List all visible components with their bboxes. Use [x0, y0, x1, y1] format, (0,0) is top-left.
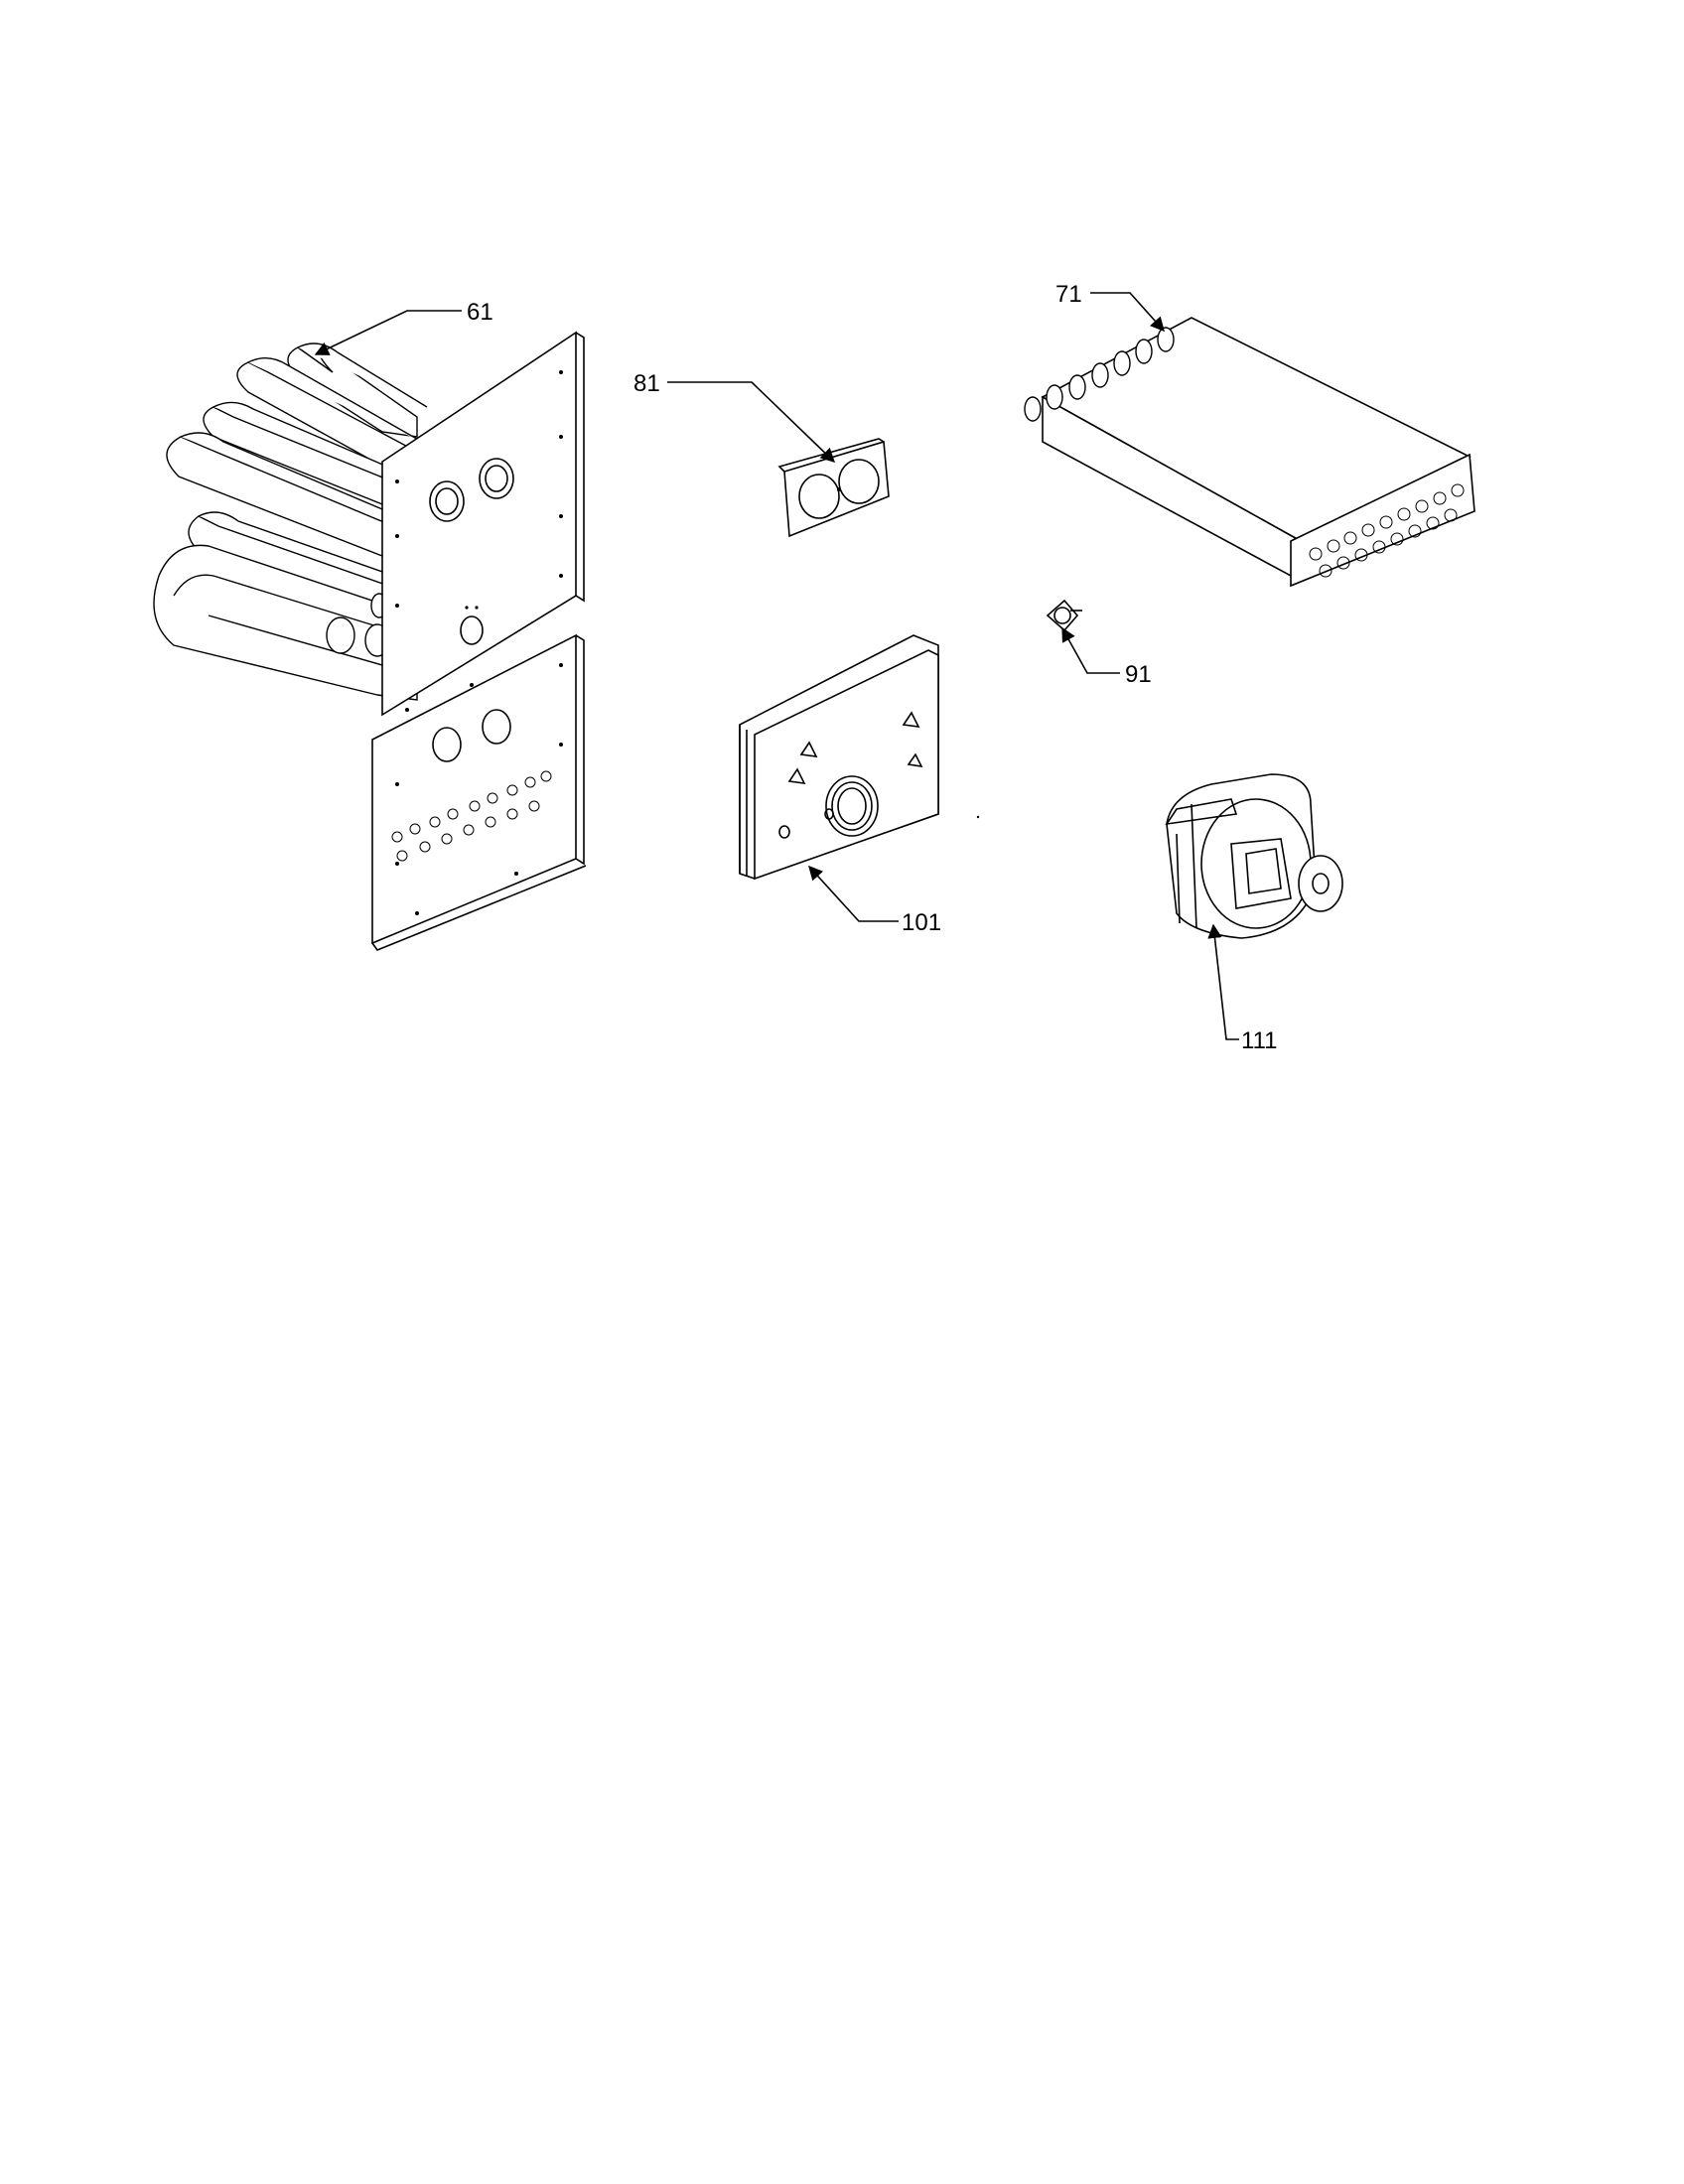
heat-exchanger-part-61[interactable] — [153, 331, 587, 951]
callout-111: 111 — [1241, 1027, 1277, 1054]
leader-lines — [314, 292, 1239, 1040]
callout-101: 101 — [902, 909, 941, 936]
callout-71: 71 — [1055, 281, 1082, 308]
callout-61: 61 — [467, 299, 493, 326]
bracket-plate-part-81[interactable] — [777, 438, 890, 538]
manifold-box-part-71[interactable] — [1024, 317, 1475, 588]
heat-exchanger-tubes — [153, 342, 428, 701]
callout-81: 81 — [633, 370, 660, 397]
burner-cover-part-101[interactable] — [739, 634, 939, 881]
callout-91: 91 — [1125, 661, 1152, 688]
sensor-part-91[interactable] — [1046, 599, 1082, 632]
heat-exchanger-panel — [371, 331, 587, 951]
blower-motor-part-111[interactable] — [1165, 773, 1343, 939]
